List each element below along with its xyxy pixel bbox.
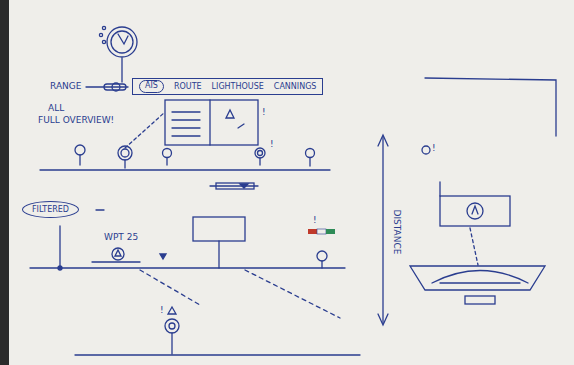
info-panel bbox=[193, 217, 245, 241]
pin-marker-inner bbox=[121, 149, 129, 157]
sketch-scribble bbox=[92, 261, 140, 262]
ship-triangle bbox=[168, 307, 176, 314]
list-line bbox=[172, 119, 200, 120]
arrow-head bbox=[378, 135, 388, 146]
distance-arrow bbox=[382, 137, 383, 323]
dashed-leader bbox=[140, 270, 200, 305]
active-tab: AIS bbox=[139, 80, 164, 92]
tab-bar: ROUTE LIGHTHOUSE CANNINGS AIS bbox=[132, 78, 323, 95]
pin-marker bbox=[422, 146, 430, 154]
list-line bbox=[172, 111, 200, 112]
waypoint-triangle bbox=[115, 250, 121, 256]
ship-triangle bbox=[160, 254, 166, 259]
hull-keel bbox=[465, 296, 495, 304]
node-text: AIS bbox=[145, 81, 158, 90]
screen-frame bbox=[425, 78, 556, 136]
color-bar-white bbox=[317, 229, 326, 234]
waypoint-label: WPT 25 bbox=[104, 233, 138, 243]
range-slider bbox=[86, 86, 128, 87]
slider-pointer bbox=[240, 184, 248, 188]
dial-dot bbox=[102, 40, 105, 43]
leader-line bbox=[121, 58, 122, 82]
panel-stem bbox=[218, 241, 219, 268]
range-track bbox=[104, 84, 126, 90]
pin-marker bbox=[306, 149, 315, 158]
pin-stem bbox=[259, 158, 260, 165]
icon-circle bbox=[467, 203, 483, 219]
dial-knob bbox=[107, 27, 137, 57]
note-text: FULL OVERVIEW! bbox=[38, 116, 114, 126]
horizon-line bbox=[75, 354, 360, 355]
mini-slider-track bbox=[216, 183, 254, 189]
dial-dot bbox=[99, 33, 102, 36]
hull-arch bbox=[432, 271, 528, 284]
color-bar-red bbox=[308, 229, 317, 234]
horizon-line bbox=[40, 169, 330, 170]
pin-marker bbox=[163, 149, 172, 158]
vessel-hull bbox=[410, 266, 545, 290]
node-text: FILTERED bbox=[32, 205, 69, 214]
crosshair-line bbox=[96, 209, 104, 210]
alert-mark: ! bbox=[160, 306, 164, 316]
axis-label: DISTANCE bbox=[391, 210, 401, 255]
dial-inner bbox=[111, 31, 133, 53]
pin-stem bbox=[124, 160, 125, 168]
pin-stem bbox=[79, 155, 80, 165]
popup-panel bbox=[165, 100, 258, 145]
pin-marker bbox=[75, 145, 85, 155]
dial-needle bbox=[118, 34, 128, 44]
note-text: ALL bbox=[48, 104, 64, 114]
leader-line bbox=[439, 182, 440, 196]
color-bar-green bbox=[326, 229, 335, 234]
alert-mark: ! bbox=[432, 144, 436, 154]
pin-marker-inner bbox=[258, 151, 263, 156]
arrow-icon bbox=[472, 206, 478, 214]
node-text: CANNINGS bbox=[274, 82, 317, 91]
dial-dot bbox=[102, 26, 105, 29]
pin-stem bbox=[171, 333, 172, 354]
arrow-head bbox=[378, 314, 388, 325]
filter-badge: FILTERED bbox=[22, 201, 79, 218]
vessel-marker-inner bbox=[169, 323, 175, 329]
popup-divider bbox=[209, 100, 210, 145]
table-edge bbox=[0, 0, 9, 365]
node-text: LIGHTHOUSE bbox=[212, 82, 264, 91]
list-line bbox=[172, 135, 200, 136]
hull-deck bbox=[440, 282, 520, 283]
anchor-dot bbox=[58, 266, 62, 270]
node-text: ROUTE bbox=[174, 82, 202, 91]
ship-triangle bbox=[226, 110, 234, 118]
leader-line bbox=[125, 112, 165, 148]
range-knob bbox=[112, 83, 120, 91]
info-panel bbox=[440, 196, 510, 226]
pin-stem bbox=[166, 158, 167, 165]
dashed-leader bbox=[470, 228, 478, 265]
crosshair-line bbox=[59, 226, 60, 268]
horizon-line bbox=[30, 267, 345, 268]
control-label: RANGE bbox=[50, 82, 81, 92]
list-line bbox=[172, 127, 200, 128]
dashed-leader bbox=[245, 270, 340, 318]
alert-mark: ! bbox=[262, 108, 266, 118]
alert-mark: ! bbox=[313, 216, 317, 226]
alert-mark: ! bbox=[270, 140, 274, 150]
pin-marker bbox=[255, 148, 265, 158]
mini-slider bbox=[210, 185, 258, 186]
waypoint-marker bbox=[112, 248, 124, 260]
pin-marker bbox=[118, 146, 132, 160]
sketch-mark bbox=[238, 124, 244, 128]
vessel-marker bbox=[165, 319, 179, 333]
pin-stem bbox=[309, 158, 310, 166]
vessel-marker bbox=[317, 251, 327, 261]
pin-stem bbox=[321, 261, 322, 268]
